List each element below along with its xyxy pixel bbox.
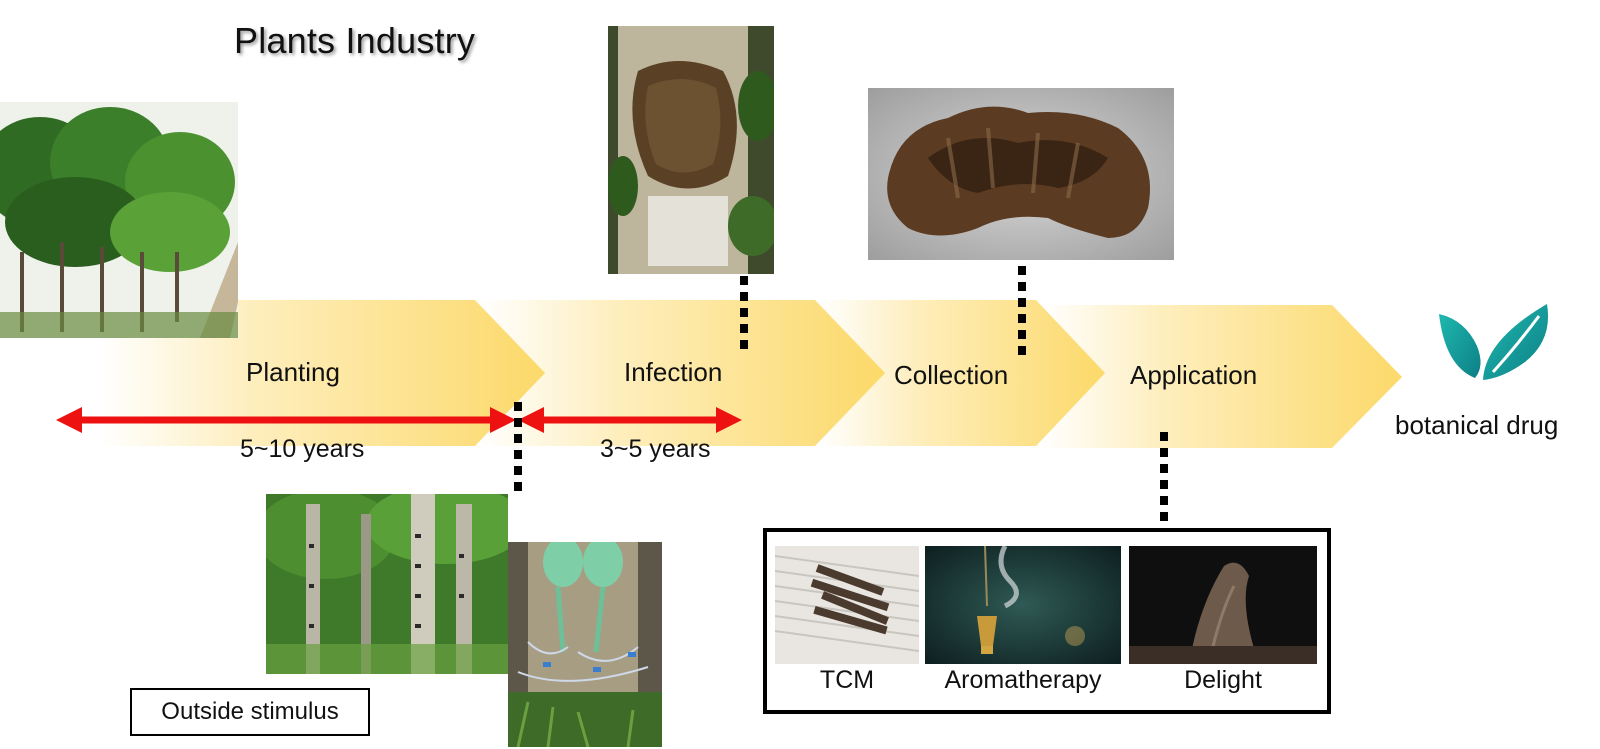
infected-tree-photo <box>608 26 774 274</box>
chevron-application <box>1040 305 1402 448</box>
chevron-collection <box>818 300 1105 446</box>
chevron-infection <box>478 300 885 446</box>
tcm-photo <box>775 546 919 664</box>
stage-label-infection: Infection <box>624 357 723 387</box>
duration-label-planting: 5~10 years <box>240 435 365 463</box>
connector-application-box <box>1160 432 1168 524</box>
agarwood-piece-photo <box>868 88 1174 260</box>
application-box: TCM Aromatherapy Delight <box>763 528 1331 714</box>
application-label-tcm: TCM <box>819 666 875 694</box>
application-label-aromatherapy: Aromatherapy <box>944 666 1102 694</box>
duration-label-infection: 3~5 years <box>600 435 711 463</box>
infusion-treatment-photo <box>508 542 662 747</box>
stage-label-planting: Planting <box>246 357 340 387</box>
duration-arrow-planting <box>56 407 516 433</box>
delight-photo <box>1129 546 1317 664</box>
diagram-title: Plants Industry <box>234 20 476 61</box>
application-label-delight: Delight <box>1184 666 1262 694</box>
stage-label-application: Application <box>1130 360 1258 390</box>
leaf-logo-icon <box>1439 304 1549 380</box>
duration-arrow-infection <box>518 407 742 433</box>
plantation-photo <box>0 102 238 338</box>
connector-collection-photo <box>1018 266 1026 356</box>
end-label: botanical drug <box>1395 410 1559 440</box>
connector-infection-photo <box>740 276 748 350</box>
connector-outside-stimulus <box>514 402 522 494</box>
outside-stimulus-label: Outside stimulus <box>130 688 370 736</box>
forest-photo <box>266 494 508 674</box>
aromatherapy-photo <box>925 546 1121 664</box>
stage-label-collection: Collection <box>894 360 1009 390</box>
